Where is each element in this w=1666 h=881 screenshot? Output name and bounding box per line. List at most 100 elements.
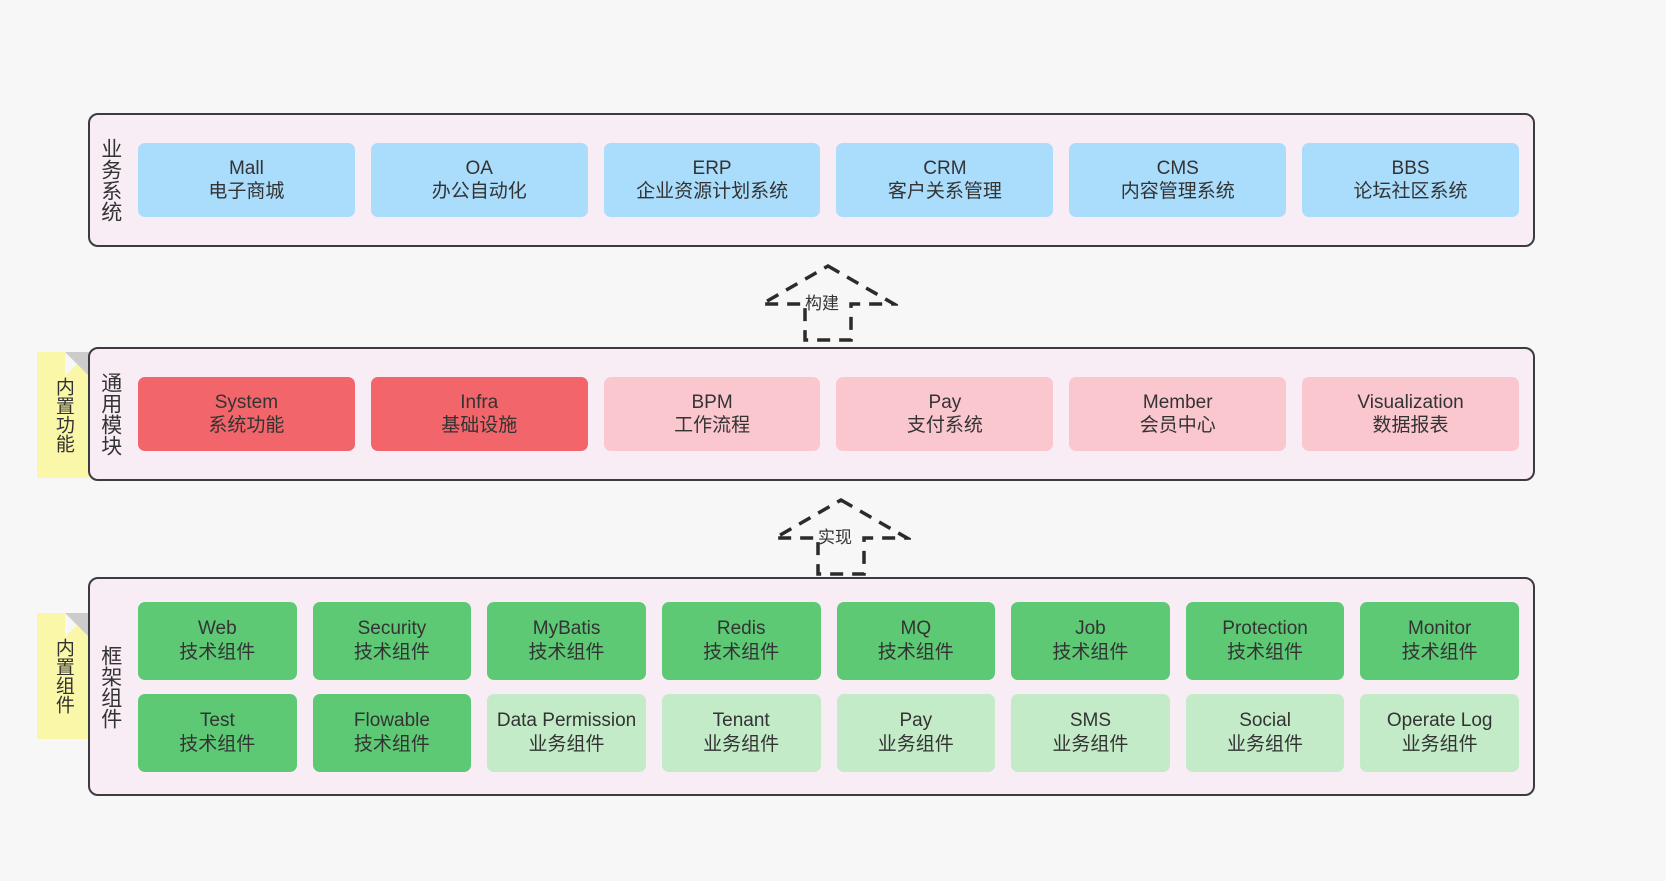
node-cn-label: 业务组件 [877, 733, 954, 755]
node-cn-label: 论坛社区系统 [1353, 181, 1468, 202]
node-visualization[interactable]: Visualization 数据报表 [1302, 377, 1519, 451]
node-cn-label: 业务组件 [1052, 733, 1129, 755]
layer-framework-components[interactable]: 框架组件 Web 技术组件 Security 技术组件 MyBatis 技术组件… [88, 577, 1535, 796]
node-en-label: Pay [928, 391, 962, 413]
sticky-note-label: 内置组件 [52, 638, 74, 714]
connector-build-label: 构建 [805, 294, 839, 313]
node-cn-label: 技术组件 [877, 641, 954, 663]
node-mybatis[interactable]: MyBatis 技术组件 [487, 601, 646, 680]
layer-title-common-modules: 通用模块 [98, 372, 122, 456]
node-cn-label: 技术组件 [1227, 641, 1304, 663]
node-en-label: Social [1239, 710, 1291, 732]
node-cn-label: 业务组件 [1401, 733, 1478, 755]
layer-business-systems[interactable]: 业务系统 Mall 电子商城 OA 办公自动化 ERP 企业资源计划系统 CRM… [88, 113, 1535, 247]
node-cn-label: 技术组件 [179, 733, 256, 755]
node-en-label: Data Permission [496, 710, 637, 732]
node-en-label: MyBatis [532, 618, 601, 640]
connector-build: 构建 [758, 262, 898, 342]
node-cn-label: 基础设施 [441, 415, 518, 436]
node-en-label: Visualization [1357, 391, 1464, 413]
node-cn-label: 客户关系管理 [887, 181, 1002, 202]
node-en-label: Test [199, 710, 235, 732]
node-bpm[interactable]: BPM 工作流程 [603, 377, 821, 451]
node-oa[interactable]: OA 办公自动化 [370, 143, 588, 217]
connector-implement-shape [771, 497, 911, 576]
node-row: Web 技术组件 Security 技术组件 MyBatis 技术组件 Redi… [138, 601, 1519, 680]
sticky-fold-icon [65, 613, 89, 637]
node-operate-log[interactable]: Operate Log 业务组件 [1360, 693, 1519, 772]
node-cn-label: 技术组件 [528, 641, 605, 663]
node-crm[interactable]: CRM 客户关系管理 [836, 143, 1054, 217]
node-cn-label: 办公自动化 [431, 181, 527, 202]
node-cn-label: 技术组件 [1401, 641, 1478, 663]
node-en-label: BPM [691, 391, 733, 413]
node-cn-label: 电子商城 [208, 181, 285, 202]
node-row: Mall 电子商城 OA 办公自动化 ERP 企业资源计划系统 CRM 客户关系… [138, 143, 1519, 217]
node-erp[interactable]: ERP 企业资源计划系统 [603, 143, 821, 217]
node-social[interactable]: Social 业务组件 [1185, 693, 1345, 772]
node-web[interactable]: Web 技术组件 [138, 601, 297, 680]
node-en-label: MQ [900, 618, 932, 640]
node-cn-label: 工作流程 [674, 415, 751, 436]
node-en-label: OA [465, 157, 493, 179]
layer-body-framework-components: Web 技术组件 Security 技术组件 MyBatis 技术组件 Redi… [130, 579, 1533, 794]
node-en-label: System [214, 391, 279, 413]
node-cn-label: 内容管理系统 [1120, 181, 1235, 202]
node-sms[interactable]: SMS 业务组件 [1011, 693, 1170, 772]
node-en-label: Security [357, 618, 427, 640]
node-pay-module[interactable]: Pay 支付系统 [836, 377, 1054, 451]
node-test[interactable]: Test 技术组件 [138, 693, 297, 772]
node-cms[interactable]: CMS 内容管理系统 [1069, 143, 1287, 217]
layer-title-framework-components: 框架组件 [98, 644, 122, 729]
node-en-label: Operate Log [1386, 710, 1493, 732]
sticky-fold-icon [65, 352, 89, 376]
layer-body-common-modules: System 系统功能 Infra 基础设施 BPM 工作流程 Pay 支付系统… [130, 349, 1533, 479]
node-cn-label: 系统功能 [208, 415, 285, 436]
node-en-label: Infra [460, 391, 499, 413]
node-en-label: CRM [923, 157, 967, 179]
node-en-label: Mall [228, 157, 264, 179]
node-cn-label: 业务组件 [703, 733, 780, 755]
layer-common-modules[interactable]: 通用模块 System 系统功能 Infra 基础设施 BPM 工作流程 Pay… [88, 347, 1535, 481]
node-data-permission[interactable]: Data Permission 业务组件 [487, 693, 646, 772]
connector-build-shape [758, 263, 898, 342]
node-en-label: Protection [1222, 618, 1308, 640]
node-security[interactable]: Security 技术组件 [312, 601, 472, 680]
node-cn-label: 技术组件 [353, 733, 430, 755]
node-cn-label: 支付系统 [906, 415, 983, 436]
sticky-note-builtin-components: 内置组件 [37, 613, 89, 739]
node-job[interactable]: Job 技术组件 [1011, 601, 1170, 680]
node-en-label: Pay [899, 710, 933, 732]
node-cn-label: 技术组件 [353, 641, 430, 663]
node-cn-label: 业务组件 [528, 733, 605, 755]
node-bbs[interactable]: BBS 论坛社区系统 [1302, 143, 1519, 217]
layer-title-business-systems: 业务系统 [98, 138, 122, 222]
node-cn-label: 企业资源计划系统 [636, 181, 789, 202]
node-flowable[interactable]: Flowable 技术组件 [312, 693, 472, 772]
node-system[interactable]: System 系统功能 [138, 377, 355, 451]
node-en-label: Flowable [353, 710, 430, 732]
layer-body-business-systems: Mall 电子商城 OA 办公自动化 ERP 企业资源计划系统 CRM 客户关系… [130, 115, 1533, 245]
node-pay-component[interactable]: Pay 业务组件 [836, 693, 996, 772]
node-mall[interactable]: Mall 电子商城 [138, 143, 355, 217]
node-cn-label: 技术组件 [1052, 641, 1129, 663]
sticky-note-label: 内置功能 [52, 377, 74, 453]
node-infra[interactable]: Infra 基础设施 [370, 377, 588, 451]
node-mq[interactable]: MQ 技术组件 [836, 601, 996, 680]
connector-implement-label: 实现 [818, 528, 852, 547]
node-member[interactable]: Member 会员中心 [1069, 377, 1287, 451]
node-row: Test 技术组件 Flowable 技术组件 Data Permission … [138, 693, 1519, 772]
node-monitor[interactable]: Monitor 技术组件 [1360, 601, 1519, 680]
node-protection[interactable]: Protection 技术组件 [1185, 601, 1345, 680]
node-cn-label: 数据报表 [1372, 415, 1449, 436]
node-redis[interactable]: Redis 技术组件 [661, 601, 821, 680]
node-en-label: CMS [1156, 157, 1199, 179]
node-tenant[interactable]: Tenant 业务组件 [661, 693, 821, 772]
node-row: System 系统功能 Infra 基础设施 BPM 工作流程 Pay 支付系统… [138, 377, 1519, 451]
node-en-label: Web [197, 618, 237, 640]
node-en-label: BBS [1391, 157, 1430, 179]
node-cn-label: 技术组件 [179, 641, 256, 663]
node-cn-label: 会员中心 [1139, 415, 1216, 436]
node-cn-label: 业务组件 [1227, 733, 1304, 755]
